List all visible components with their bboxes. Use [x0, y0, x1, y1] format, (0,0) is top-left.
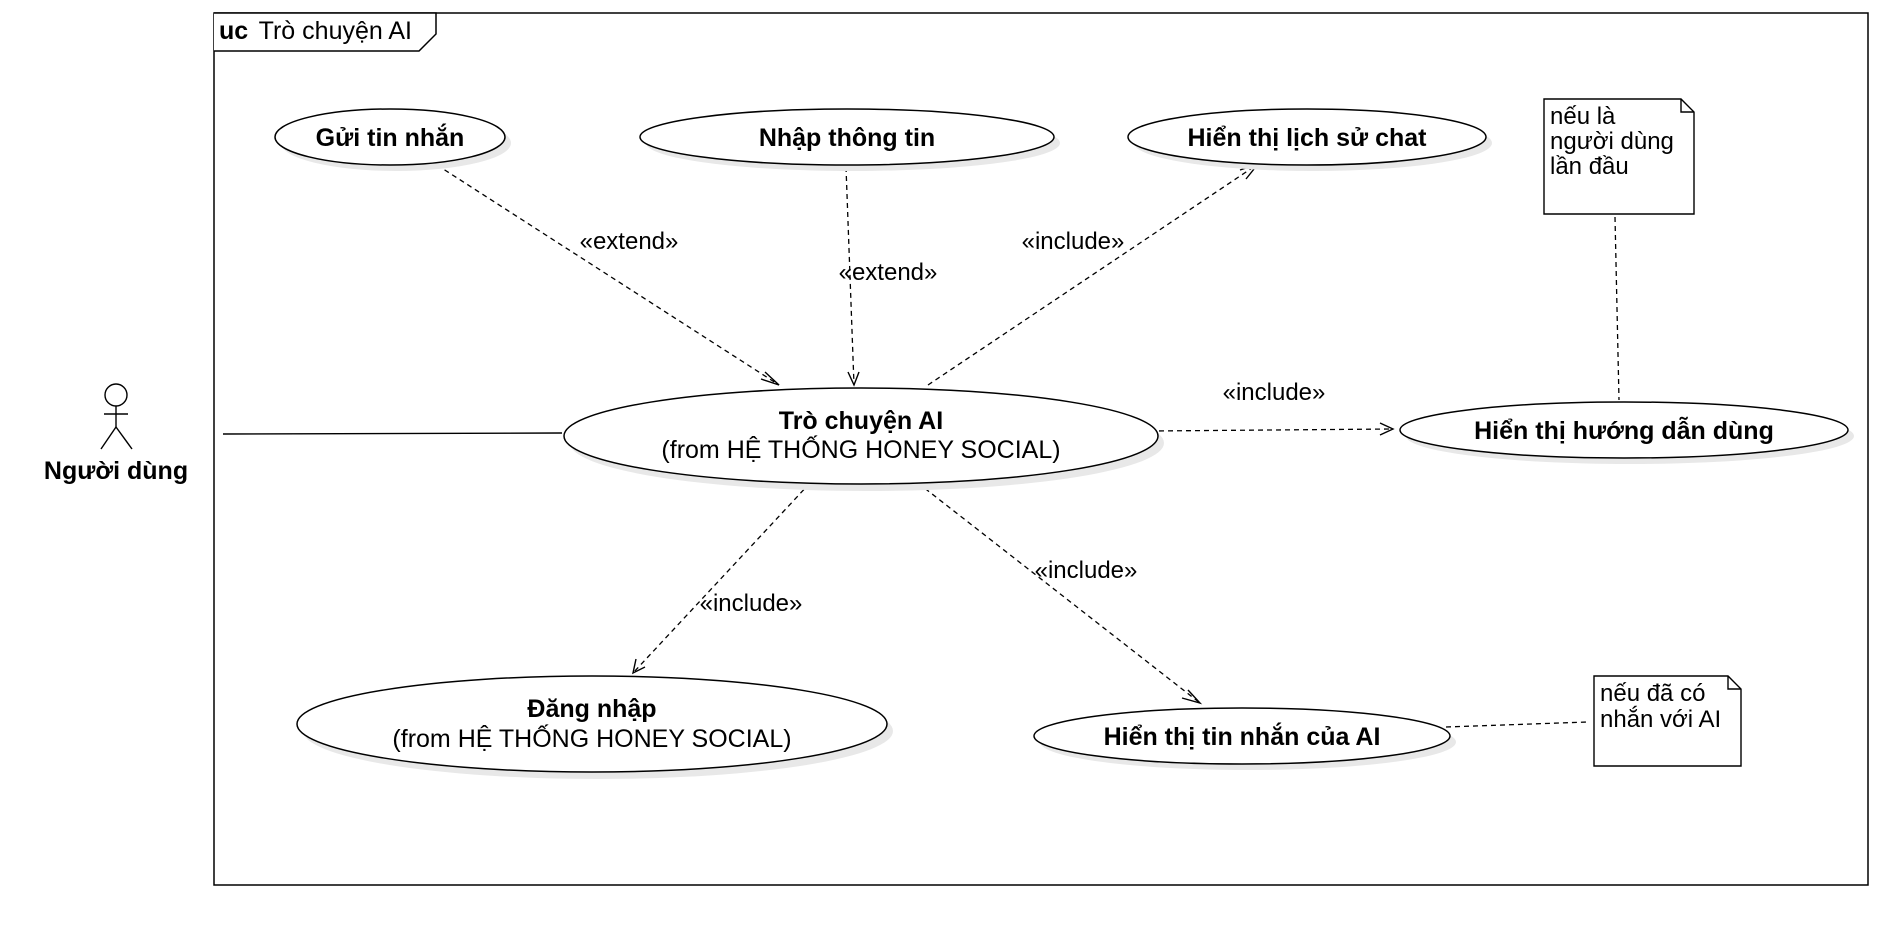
- use-case-label: Đăng nhập: [527, 695, 656, 723]
- label-guide-include: «include»: [1223, 379, 1326, 406]
- use-case-label: Gửi tin nhắn: [316, 122, 465, 152]
- relation-guide-include: [1149, 422, 1395, 436]
- use-case-show-guide[interactable]: Hiển thị hướng dẫn dùng: [1399, 401, 1854, 464]
- note-line: lần đầu: [1550, 153, 1629, 180]
- actor-name: Người dùng: [44, 457, 188, 485]
- relation-history-include: [927, 162, 1261, 386]
- use-case-show-history[interactable]: Hiển thị lịch sử chat: [1127, 108, 1492, 171]
- svg-text:uc Trò chuyện AI: uc Trò chuyện AI: [219, 17, 412, 45]
- note-line: người dùng: [1550, 128, 1674, 155]
- system-frame: uc Trò chuyện AI: [213, 12, 1869, 886]
- label-login-include: «include»: [700, 590, 803, 617]
- use-case-origin: (from HỆ THỐNG HONEY SOCIAL): [392, 723, 791, 753]
- label-history-include: «include»: [1022, 228, 1125, 255]
- use-case-ai-chat[interactable]: Trò chuyện AI (from HỆ THỐNG HONEY SOCIA…: [563, 387, 1164, 491]
- note-line: nhắn với AI: [1600, 706, 1721, 733]
- use-case-label: Hiển thị lịch sử chat: [1188, 124, 1428, 152]
- note-line: nếu đã có: [1600, 680, 1705, 707]
- use-case-label: Nhập thông tin: [759, 124, 935, 152]
- actor-user[interactable]: Người dùng: [44, 383, 188, 485]
- note-line: nếu là: [1550, 103, 1616, 130]
- use-case-show-ai-message[interactable]: Hiển thị tin nhắn của AI: [1033, 707, 1456, 770]
- note-anchor-first-time: [1614, 216, 1620, 401]
- use-case-origin: (from HỆ THỐNG HONEY SOCIAL): [661, 434, 1060, 464]
- use-case-send-message[interactable]: Gửi tin nhắn: [274, 108, 511, 171]
- label-ai-msg-include: «include»: [1035, 557, 1138, 584]
- label-send-extend: «extend»: [580, 228, 679, 255]
- note-has-chat: nếu đã có nhắn với AI: [1593, 675, 1742, 767]
- use-case-label: Hiển thị tin nhắn của AI: [1104, 721, 1381, 751]
- use-case-label: Trò chuyện AI: [779, 407, 943, 435]
- frame-keyword: uc: [219, 17, 248, 45]
- stick-figure-icon: [100, 383, 133, 450]
- relation-login-include: [632, 482, 811, 675]
- use-case-login[interactable]: Đăng nhập (from HỆ THỐNG HONEY SOCIAL): [296, 675, 893, 779]
- use-case-label: Hiển thị hướng dẫn dùng: [1474, 415, 1774, 445]
- note-first-time: nếu là người dùng lần đầu: [1543, 98, 1695, 215]
- use-case-input-info[interactable]: Nhập thông tin: [639, 108, 1060, 171]
- frame-title: Trò chuyện AI: [259, 17, 412, 45]
- relation-ai-msg-include: [917, 482, 1203, 705]
- label-input-extend: «extend»: [839, 259, 938, 286]
- relation-send-extend: [436, 164, 780, 386]
- relation-input-extend: [845, 166, 860, 387]
- note-anchor-has-chat: [1445, 721, 1589, 728]
- association-line: [222, 432, 563, 435]
